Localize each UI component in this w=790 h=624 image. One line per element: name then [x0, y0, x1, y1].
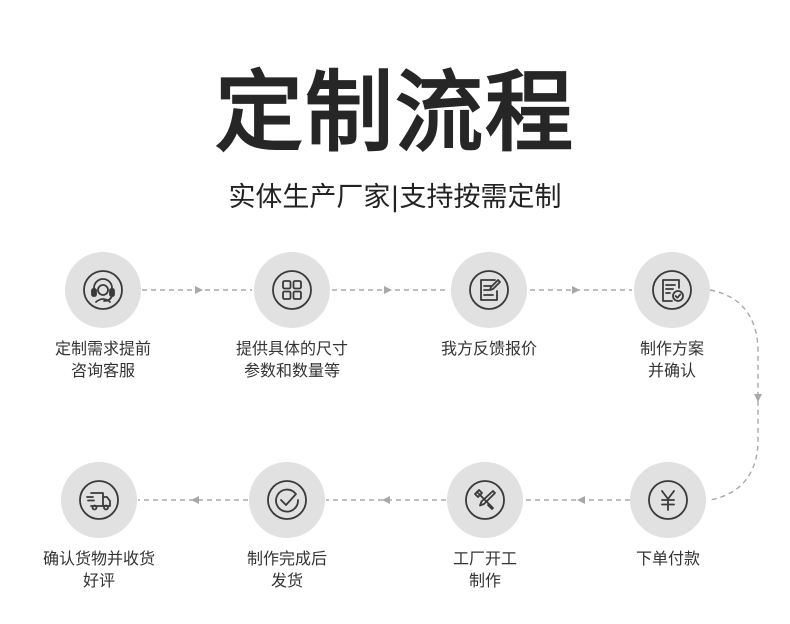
step-7: 制作完成后 发货 [212, 462, 362, 592]
arrowhead-7 [191, 496, 199, 504]
step-3-circle [451, 252, 527, 328]
step-5-label: 下单付款 [635, 549, 700, 568]
page-title: 定制流程 [214, 61, 575, 164]
arrowhead-5 [577, 496, 585, 504]
approved-document-icon [652, 270, 692, 310]
step-6: 工厂开工 制作 [410, 462, 560, 592]
step-6-label: 工厂开工 制作 [452, 549, 517, 590]
step-2-circle [254, 252, 330, 328]
arrowhead-6 [382, 496, 390, 504]
step-2-label: 提供具体的尺寸 参数和数量等 [235, 339, 348, 380]
step-8-label: 确认货物并收货 好评 [42, 549, 155, 590]
edit-document-icon [469, 270, 509, 310]
step-8: 确认货物并收货 好评 [24, 462, 174, 592]
step-2: 提供具体的尺寸 参数和数量等 [217, 252, 367, 382]
arrowhead-3 [572, 286, 580, 294]
step-4-circle [634, 252, 710, 328]
step-5-circle [630, 462, 706, 538]
step-6-circle [447, 462, 523, 538]
step-5: 下单付款 [593, 462, 743, 570]
step-1-circle [65, 252, 141, 328]
step-1-label: 定制需求提前 咨询客服 [54, 339, 151, 380]
step-4: 制作方案 并确认 [597, 252, 747, 382]
step-8-circle [61, 462, 137, 538]
page-subtitle: 实体生产厂家|支持按需定制 [228, 182, 562, 213]
step-7-label: 制作完成后 发货 [246, 549, 327, 590]
arrowhead-4 [754, 394, 762, 402]
check-circle-icon [267, 480, 307, 520]
customer-service-icon [83, 270, 123, 310]
delivery-truck-icon [79, 480, 119, 520]
grid-icon [272, 270, 312, 310]
step-7-circle [249, 462, 325, 538]
arrowhead-2 [384, 286, 392, 294]
step-1: 定制需求提前 咨询客服 [28, 252, 178, 382]
step-3-label: 我方反馈报价 [440, 339, 537, 358]
step-4-label: 制作方案 并确认 [639, 339, 704, 380]
arrowhead-1 [195, 286, 203, 294]
yen-icon [648, 480, 688, 520]
tools-icon [465, 480, 505, 520]
step-3: 我方反馈报价 [414, 252, 564, 360]
